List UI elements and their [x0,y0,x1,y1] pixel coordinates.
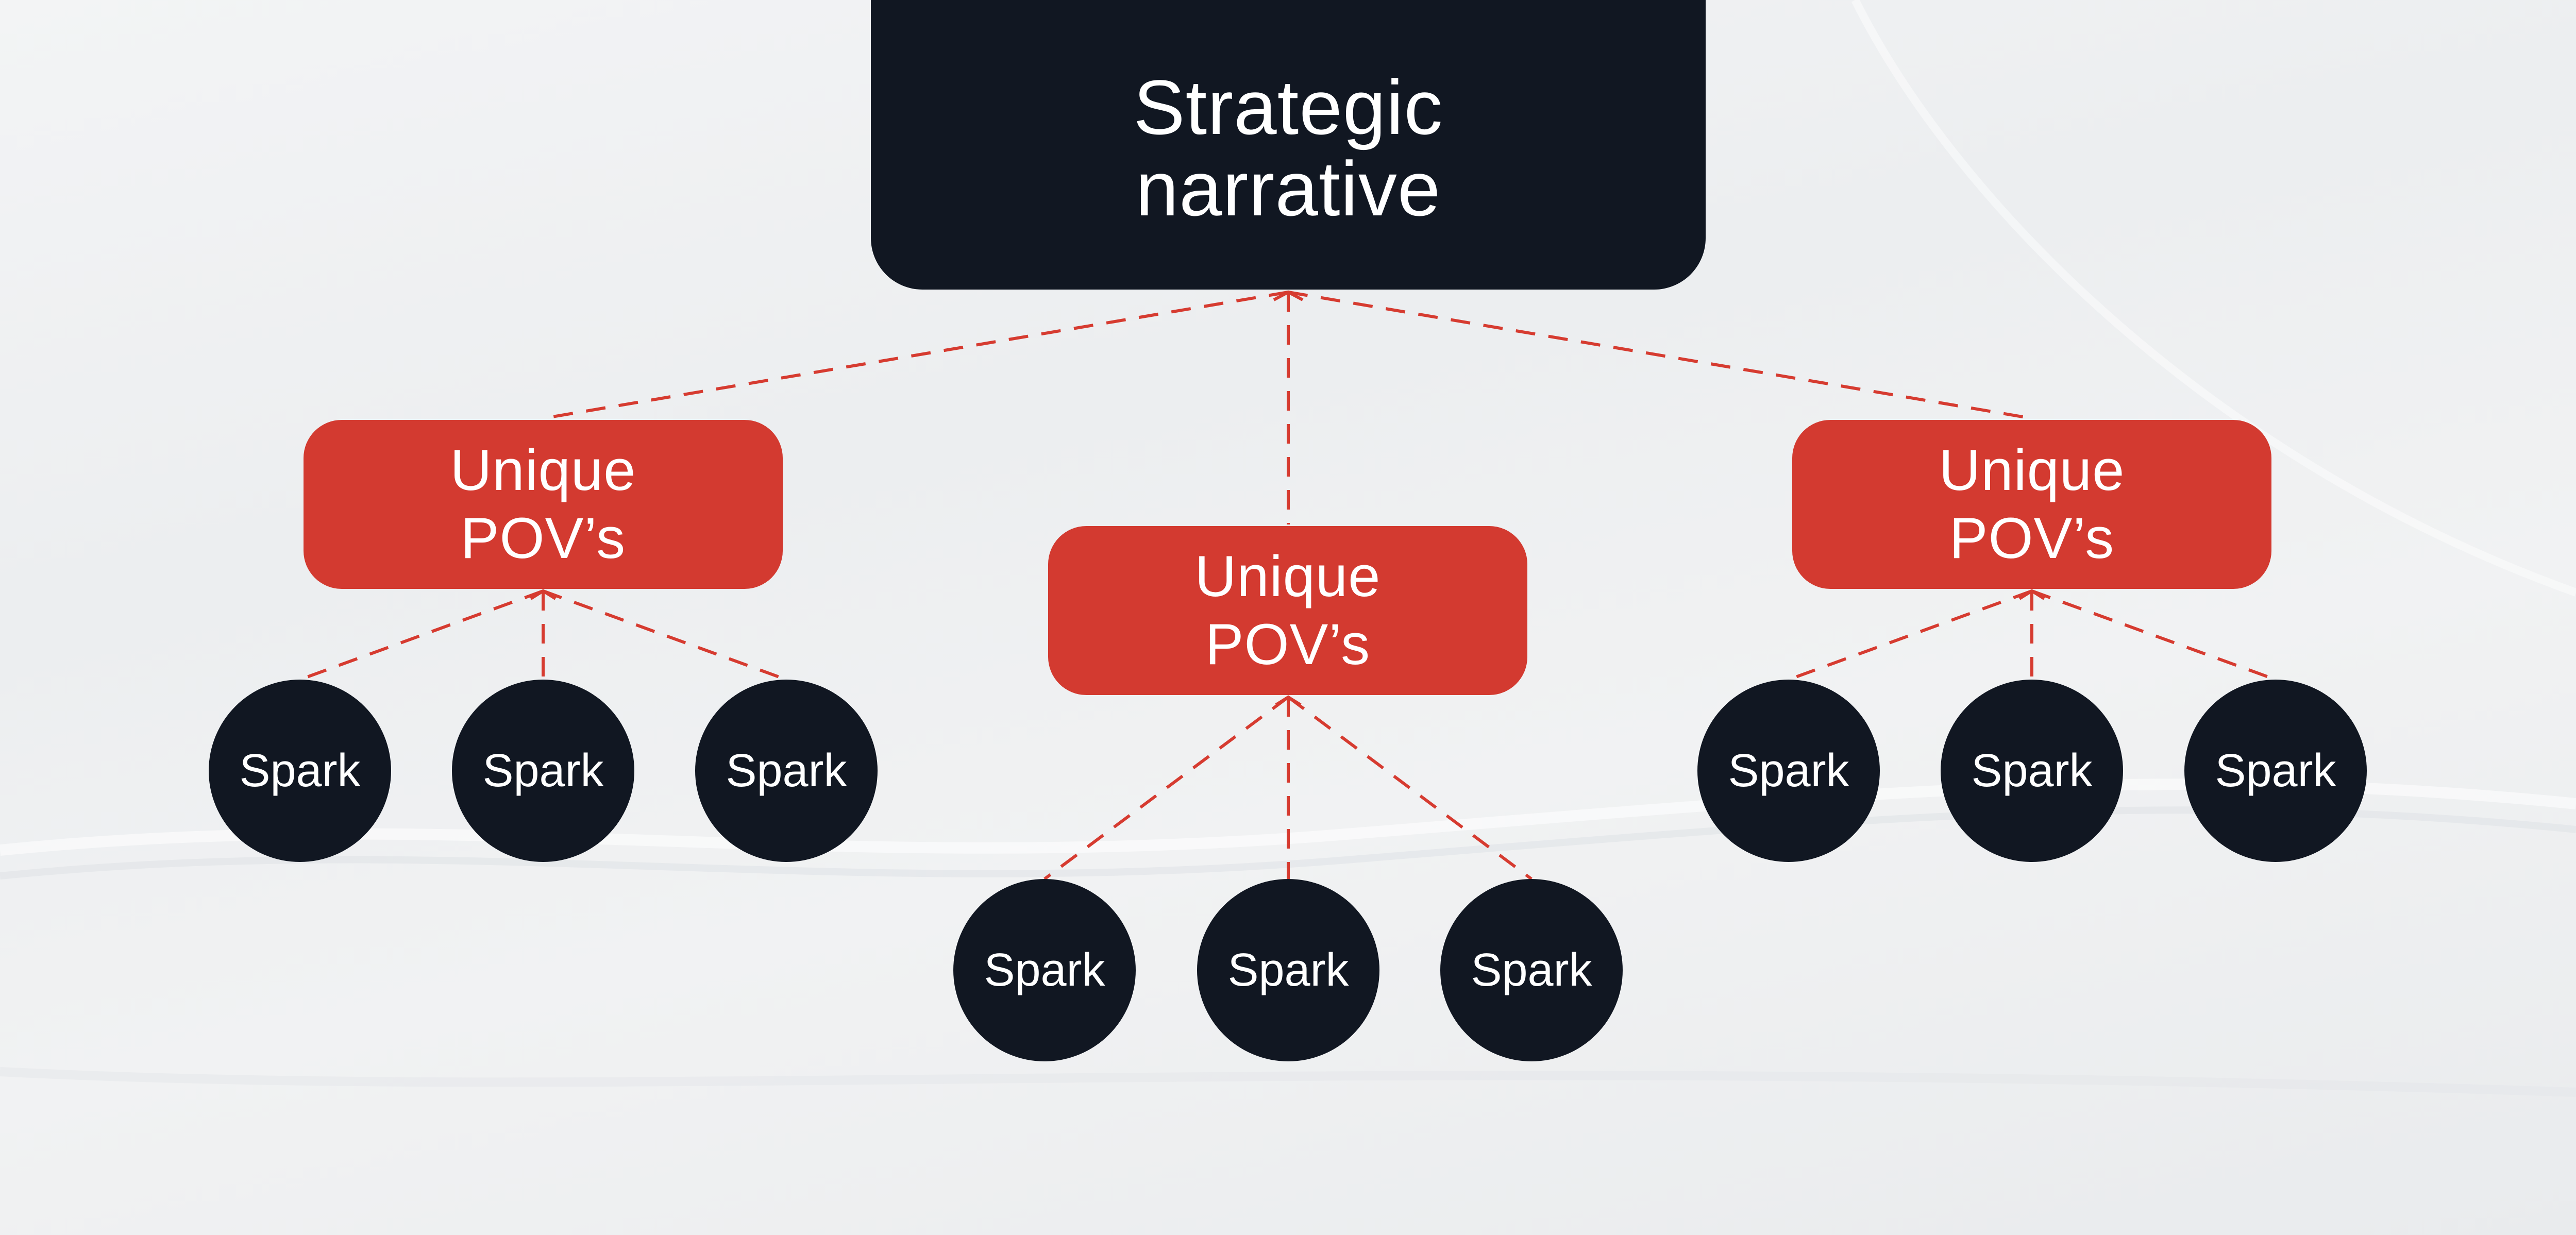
pov-right-arrow-tip [2018,589,2045,600]
pov-left-label-line-2: POV’s [460,506,626,570]
root-label-line-2: narrative [1135,145,1441,232]
pov-right-label-line-2: POV’s [1949,506,2115,570]
connector-pov-right-spark-1 [1788,589,2033,681]
spark-node-middle-3: Spark [1440,879,1623,1061]
spark-node-middle-2: Spark [1197,879,1379,1061]
connector-pov-left-spark-1 [299,589,544,681]
unique-pov-node-right: Unique POV’s [1792,420,2271,589]
spark-node-left-3: Spark [695,680,878,862]
strategic-narrative-node: Strategic narrative [871,0,1706,290]
pov-middle-arrow-tip [1275,695,1302,706]
connector-root-pov-right [1288,291,2032,420]
spark-node-left-1: Spark [209,680,391,862]
connector-pov-right-spark-3 [2031,589,2277,681]
connector-pov-middle-spark-3 [1287,696,1533,881]
pov-right-label-line-1: Unique [1939,438,2125,502]
spark-node-right-1: Spark [1697,680,1880,862]
connector-pov-left-spark-3 [542,589,787,681]
pov-middle-label-line-2: POV’s [1205,612,1371,676]
pov-left-label-line-1: Unique [450,438,636,502]
spark-node-right-3: Spark [2184,680,2367,862]
pov-middle-label-line-1: Unique [1194,544,1381,608]
root-arrow-tip [1273,290,1304,301]
spark-node-left-2: Spark [452,680,634,862]
pov-left-arrow-tip [530,589,557,600]
unique-pov-node-left: Unique POV’s [304,420,783,589]
spark-node-middle-1: Spark [953,879,1136,1061]
connector-pov-middle-spark-1 [1043,696,1289,881]
spark-node-right-2: Spark [1941,680,2123,862]
connector-root-pov-left [543,291,1289,420]
root-label-line-1: Strategic [1133,64,1443,150]
unique-pov-node-middle: Unique POV’s [1048,526,1527,695]
